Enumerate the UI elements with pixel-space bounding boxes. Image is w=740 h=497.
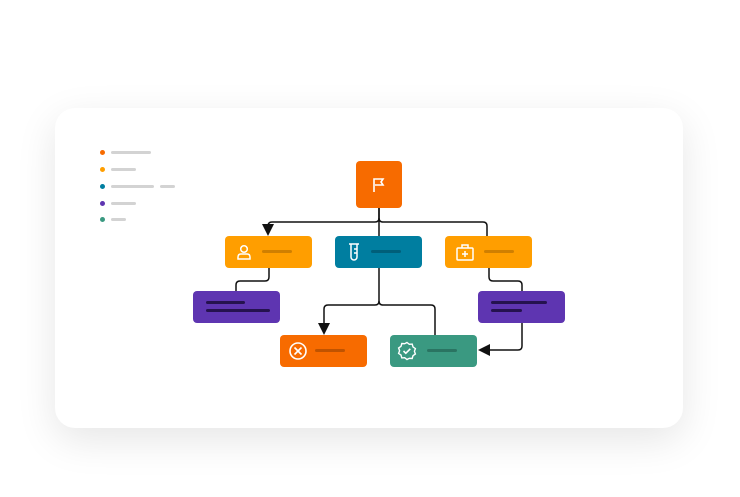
verified-badge-icon [397,341,417,361]
legend-dot [100,167,105,172]
note-line-placeholder [206,309,270,312]
note-right-node[interactable] [478,291,565,323]
person-icon [237,244,251,260]
legend-item [100,201,136,206]
note-line-placeholder [491,309,522,312]
connector-medical-note [488,268,523,291]
connector-note-approved [478,323,523,356]
connector-start-medical [378,217,488,236]
connector-patient-note [235,268,270,291]
patient-node[interactable] [225,236,312,268]
legend-label-placeholder [111,185,154,188]
connector-test-approved [378,300,436,335]
legend-label-placeholder [111,202,136,205]
legend-label-placeholder [160,185,175,188]
legend-item [100,184,175,189]
node-label-placeholder [484,250,514,253]
test-tube-icon [349,243,359,261]
legend-item [100,217,126,222]
medical-node[interactable] [445,236,532,268]
note-left-node[interactable] [193,291,280,323]
rejected-node[interactable] [280,335,367,367]
approved-node[interactable] [390,335,477,367]
legend-label-placeholder [111,168,136,171]
note-line-placeholder [491,301,547,304]
legend-label-placeholder [111,218,126,221]
medkit-icon [456,244,474,261]
cancel-circle-icon [289,342,307,360]
legend-dot [100,184,105,189]
start-node[interactable] [356,161,402,208]
node-label-placeholder [371,250,401,253]
legend-dot [100,201,105,206]
flag-icon [373,177,385,192]
legend-item [100,167,136,172]
legend-dot [100,150,105,155]
node-label-placeholder [427,349,457,352]
connector-test-rejected [318,268,380,335]
legend-label-placeholder [111,151,151,154]
note-line-placeholder [206,301,245,304]
legend-dot [100,217,105,222]
node-label-placeholder [315,349,345,352]
test-node[interactable] [335,236,422,268]
node-label-placeholder [262,250,292,253]
legend-item [100,150,151,155]
connector-start-patient [262,208,380,236]
